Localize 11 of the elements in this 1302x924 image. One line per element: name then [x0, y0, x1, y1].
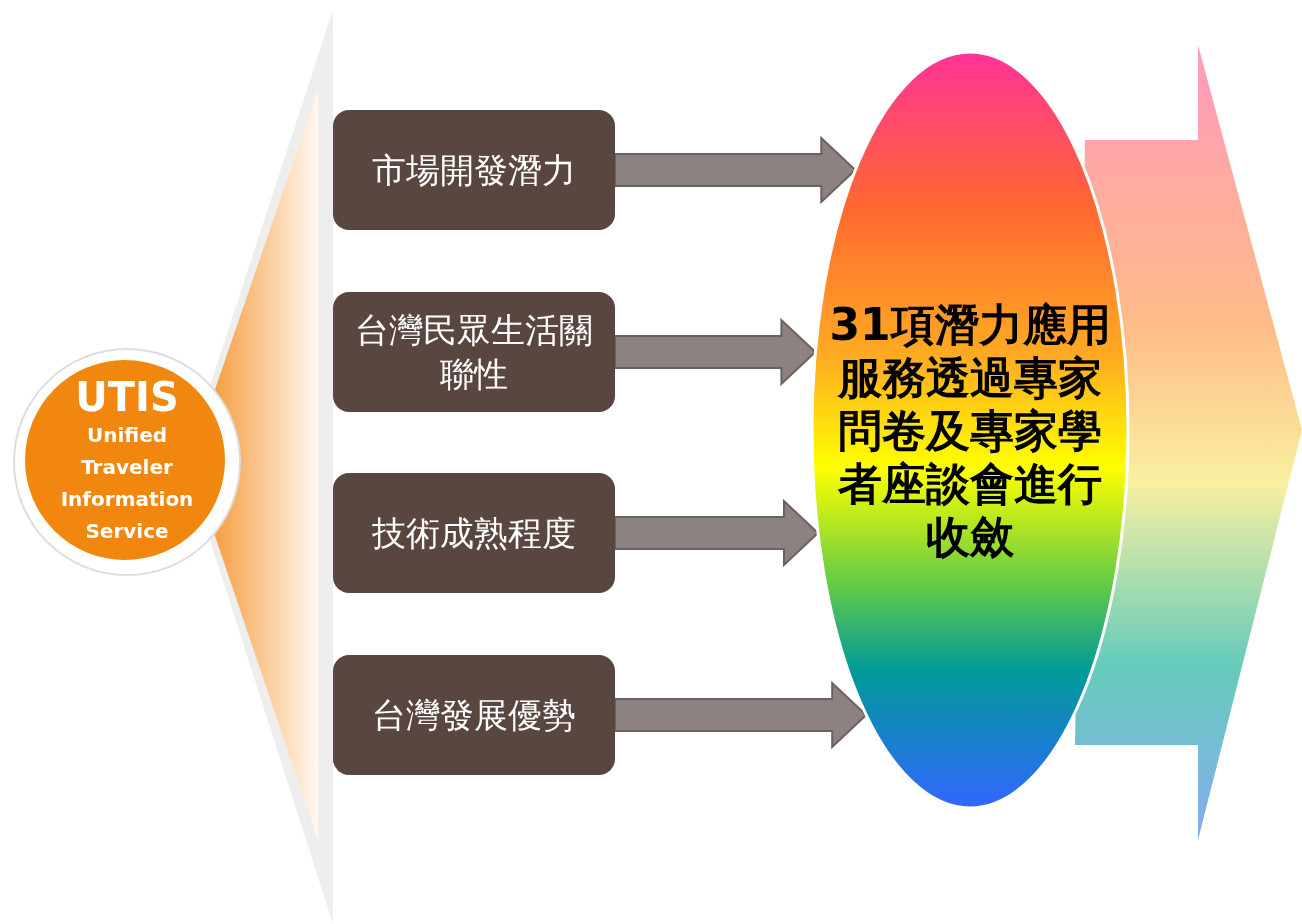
- badge-text: Unified Traveler Information Service: [59, 422, 195, 545]
- block-arrow: [614, 317, 817, 387]
- block-arrow: [614, 135, 857, 205]
- ellipse-text: 31項潛力應用服務透過專家問卷及專家學者座談會進行收斂: [828, 297, 1112, 563]
- block-arrow: [614, 498, 820, 568]
- block-arrow: [614, 680, 868, 750]
- badge-title: UTIS: [74, 375, 180, 419]
- process-box: 市場開發潛力: [333, 110, 615, 230]
- process-box: 技術成熟程度: [333, 473, 615, 593]
- process-box: 台灣民眾生活關聯性: [333, 292, 615, 412]
- process-box: 台灣發展優勢: [333, 655, 615, 775]
